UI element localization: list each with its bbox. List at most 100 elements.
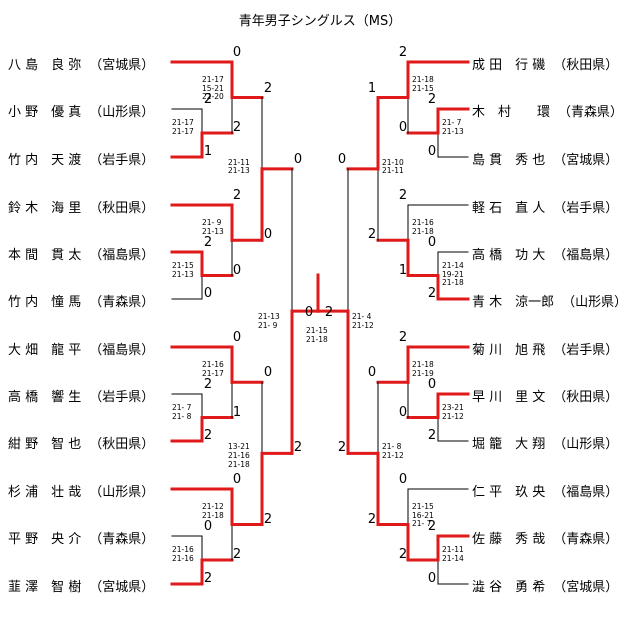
player-name: 青 木 涼一郎	[472, 295, 555, 310]
game-scores: 21-12 21-18	[202, 502, 224, 520]
player-prefecture: （青森県）	[553, 532, 619, 547]
score: 2	[367, 227, 377, 243]
player-entry: 鈴 木 海 里 （秋田県）	[8, 197, 154, 216]
player-prefecture: （秋田県）	[553, 58, 619, 73]
player-prefecture: （宮城県）	[553, 153, 619, 168]
score: 0	[398, 120, 408, 135]
score: 2	[203, 428, 213, 443]
score: 2	[203, 92, 213, 107]
score: 2	[203, 235, 213, 250]
score: 2	[232, 120, 242, 135]
score: 1	[232, 404, 242, 420]
player-prefecture: （岩手県）	[553, 201, 619, 216]
score: 0	[203, 519, 213, 534]
game-scores: 13-21 21-16 21-18	[228, 442, 250, 469]
score: 0	[427, 235, 437, 250]
player-entry: 竹 内 天 渡 （岩手県）	[8, 149, 154, 168]
score: 0	[427, 571, 437, 586]
score: 0	[232, 45, 242, 60]
score: 0	[427, 377, 437, 392]
player-prefecture: （福島県）	[89, 248, 155, 263]
page-title: 青年男子シングルス（MS）	[238, 14, 402, 29]
game-scores: 21-10 21-11	[382, 157, 404, 176]
score: 2	[232, 188, 242, 203]
player-prefecture: （岩手県）	[89, 390, 155, 405]
player-entry: 木 村 環（青森県）	[472, 101, 623, 120]
player-name: 本 間 貫 太	[8, 248, 82, 263]
player-name: 韮 澤 智 樹	[8, 580, 82, 595]
player-entry: 高 橋 響 生（岩手県）	[8, 386, 154, 405]
player-entry: 高 橋 功 大（福島県）	[472, 244, 618, 263]
player-name: 成 田 行 磯	[472, 58, 546, 73]
score: 0	[232, 262, 242, 278]
player-entry: 韮 澤 智 樹 （宮城県）	[8, 576, 154, 595]
player-prefecture: （山形県）	[562, 295, 628, 310]
player-prefecture: （宮城県）	[553, 580, 619, 595]
game-scores: 21-16 21-17	[202, 360, 224, 378]
player-name: 大 畑 龍 平	[8, 343, 82, 358]
player-name: 竹 内 天 渡	[8, 153, 82, 168]
player-entry: 佐 藤 秀 哉 （青森県）	[472, 528, 618, 547]
player-prefecture: （宮城県）	[89, 58, 155, 73]
score: 2	[398, 330, 408, 345]
game-scores: 21-13 21- 9	[258, 312, 280, 330]
score: 0	[232, 330, 242, 345]
player-prefecture: （青森県）	[89, 295, 155, 310]
player-prefecture: （岩手県）	[553, 343, 619, 358]
score: 2	[337, 440, 347, 456]
game-scores: 21-16 21-18	[412, 218, 434, 236]
player-prefecture: （宮城県）	[89, 580, 155, 595]
score: 2	[427, 519, 437, 534]
score: 2	[398, 547, 408, 562]
score: 2	[427, 92, 437, 107]
score: 2	[367, 511, 377, 527]
player-prefecture: （福島県）	[89, 343, 155, 358]
player-name: 島 貫 秀 也	[472, 153, 546, 168]
player-prefecture: （山形県）	[553, 437, 619, 452]
score: 2	[263, 511, 273, 527]
player-name: 早 川 里 文	[472, 390, 546, 405]
game-scores: 21-18 21-19	[412, 360, 434, 378]
player-prefecture: （福島県）	[553, 248, 619, 263]
player-prefecture: （秋田県）	[89, 201, 155, 216]
player-name: 菊 川 旭 飛	[472, 343, 546, 358]
game-scores: 21-17 15-21 22-20	[202, 75, 224, 102]
player-entry: 八 島 良 弥 （宮城県）	[8, 54, 154, 73]
game-scores: 23-21 21-12	[442, 403, 464, 421]
player-name: 小 野 優 真	[8, 105, 82, 120]
player-entry: 軽 石 直 人（岩手県）	[472, 197, 618, 216]
score: 2	[293, 440, 303, 456]
player-prefecture: （秋田県）	[89, 437, 155, 452]
score: 2	[203, 571, 213, 586]
player-entry: 平 野 央 介（青森県）	[8, 528, 154, 547]
score: 0	[398, 404, 408, 420]
game-scores: 21-15 21-13	[172, 261, 194, 279]
player-name: 八 島 良 弥	[8, 58, 82, 73]
score: 1	[367, 80, 377, 96]
player-name: 杉 浦 壮 哉	[8, 485, 82, 500]
player-prefecture: （岩手県）	[89, 153, 155, 168]
player-entry: 澁 谷 勇 希（宮城県）	[472, 576, 618, 595]
game-scores: 21-17 21-17	[172, 118, 194, 136]
score: 0	[293, 151, 303, 167]
player-entry: 菊 川 旭 飛 （岩手県）	[472, 339, 618, 358]
game-scores: 21-16 21-16	[172, 545, 194, 563]
score: 0	[367, 365, 377, 381]
player-entry: 堀 籠 大 翔（山形県）	[472, 433, 618, 452]
player-name: 佐 藤 秀 哉	[472, 532, 546, 547]
score: 0	[203, 286, 213, 301]
game-scores: 21-14 19-21 21-18	[442, 261, 464, 288]
score: 2	[398, 45, 408, 60]
score: 1	[203, 144, 213, 159]
player-prefecture: （青森県）	[89, 532, 155, 547]
player-entry: 仁 平 玖 央（福島県）	[472, 481, 618, 500]
player-entry: 青 木 涼一郎 （山形県）	[472, 291, 627, 310]
game-scores: 21-11 21-14	[442, 545, 464, 563]
player-prefecture: （青森県）	[558, 105, 624, 120]
game-scores: 21- 7 21-13	[442, 118, 464, 136]
score: 0	[263, 365, 273, 381]
game-scores: 21- 9 21-13	[202, 218, 224, 236]
player-name: 鈴 木 海 里	[8, 201, 82, 216]
game-scores: 21-11 21-13	[228, 157, 250, 176]
